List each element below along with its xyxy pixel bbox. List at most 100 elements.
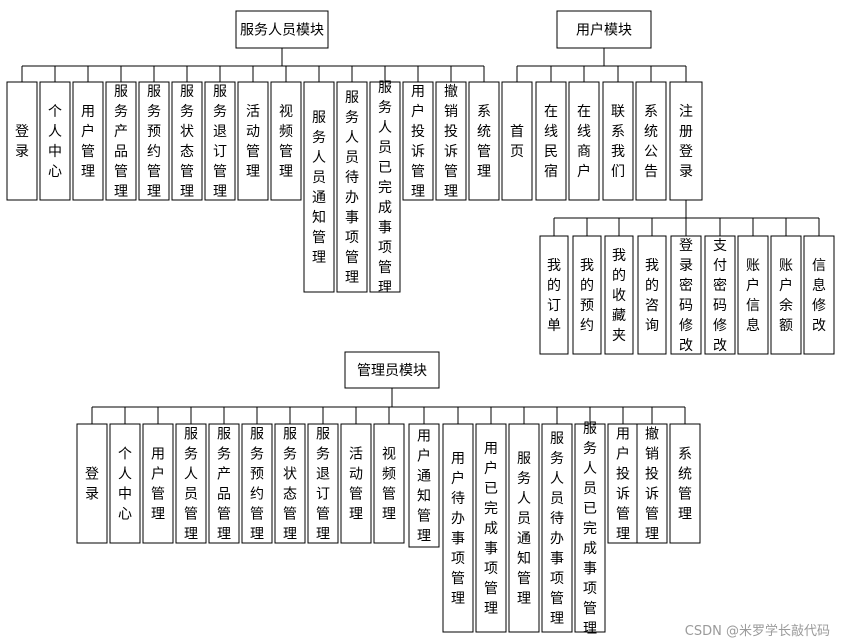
admin-item-8 <box>340 423 372 544</box>
service-item-14 <box>468 81 500 201</box>
user-subitem-1 <box>572 235 602 355</box>
service-item-0 <box>6 81 38 201</box>
user-module-box <box>556 10 652 49</box>
service-item-8 <box>270 81 302 201</box>
user-item-0-label: 首页 <box>510 124 524 160</box>
user-subitem-8 <box>803 235 835 355</box>
admin-item-18 <box>669 423 701 544</box>
service-item-4 <box>138 81 170 201</box>
service-module-box <box>235 10 329 49</box>
service-module-label: 服务人员模块 <box>240 23 324 39</box>
service-item-0-label: 登录 <box>15 124 29 160</box>
user-item-4-label: 系统公告 <box>644 104 658 180</box>
user-item-0 <box>501 81 533 201</box>
admin-module-label: 管理员模块 <box>357 363 427 379</box>
user-subitem-8-label: 信息修改 <box>812 258 826 334</box>
admin-item-15-label: 服务人员已完成事项管理 <box>583 421 597 637</box>
admin-item-6 <box>274 423 306 544</box>
service-item-12-label: 用户投诉管理 <box>411 84 425 200</box>
admin-item-16-label: 用户投诉管理 <box>616 427 630 543</box>
service-item-5 <box>171 81 203 201</box>
service-item-5-label: 服务状态管理 <box>180 84 194 200</box>
service-item-2 <box>72 81 104 201</box>
user-subitem-6-label: 账户信息 <box>746 258 760 334</box>
user-subitem-5 <box>704 235 736 355</box>
admin-item-14 <box>541 423 573 633</box>
service-item-12 <box>402 81 434 201</box>
user-subitem-5-label: 支付密码修改 <box>713 238 727 354</box>
service-item-2-label: 用户管理 <box>81 104 95 180</box>
admin-item-15 <box>574 423 606 633</box>
service-item-9 <box>303 81 335 293</box>
user-item-5-label: 注册登录 <box>679 104 693 180</box>
admin-item-17 <box>636 423 668 544</box>
user-item-3 <box>602 81 634 201</box>
watermark: CSDN @米罗学长敲代码 <box>684 624 830 639</box>
admin-item-4-label: 服务产品管理 <box>217 427 231 543</box>
admin-item-9-label: 视频管理 <box>382 447 396 523</box>
user-module-label: 用户模块 <box>576 22 632 39</box>
user-item-2-label: 在线商户 <box>577 104 591 180</box>
admin-item-3 <box>175 423 207 544</box>
admin-item-5 <box>241 423 273 544</box>
user-subitem-6 <box>737 235 769 355</box>
service-item-4-label: 服务预约管理 <box>147 84 161 200</box>
service-item-3-label: 服务产品管理 <box>114 84 128 200</box>
admin-item-8-label: 活动管理 <box>349 447 363 523</box>
admin-item-18-label: 系统管理 <box>678 447 692 523</box>
admin-item-2 <box>142 423 174 544</box>
service-item-1-label: 个人中心 <box>48 104 62 180</box>
service-item-1 <box>39 81 71 201</box>
admin-item-10-label: 用户通知管理 <box>417 429 431 545</box>
user-subitem-2 <box>604 235 634 355</box>
user-item-2 <box>568 81 600 201</box>
user-subitem-2-label: 我的收藏夹 <box>612 248 626 344</box>
admin-module-box <box>344 351 440 389</box>
service-item-11 <box>369 81 401 293</box>
admin-item-17-label: 撤销投诉管理 <box>645 427 659 543</box>
admin-item-4 <box>208 423 240 544</box>
service-item-13 <box>435 81 467 201</box>
service-item-8-label: 视频管理 <box>279 104 293 180</box>
user-item-3-label: 联系我们 <box>611 104 625 180</box>
user-item-1-label: 在线民宿 <box>544 104 558 180</box>
admin-item-11 <box>442 423 474 633</box>
admin-item-1-label: 个人中心 <box>118 447 132 523</box>
user-subitem-4-label: 登录密码修改 <box>679 238 693 354</box>
admin-item-6-label: 服务状态管理 <box>283 427 297 543</box>
admin-item-13-label: 服务人员通知管理 <box>517 451 531 607</box>
user-subitem-3-label: 我的咨询 <box>645 258 659 334</box>
service-item-6-label: 服务退订管理 <box>213 84 227 200</box>
service-item-6 <box>204 81 236 201</box>
admin-item-9 <box>373 423 405 544</box>
admin-item-11-label: 用户待办事项管理 <box>451 451 465 607</box>
user-subitem-3 <box>637 235 667 355</box>
admin-item-12 <box>475 423 507 633</box>
service-item-13-label: 撤销投诉管理 <box>444 84 458 200</box>
admin-item-16 <box>607 423 639 544</box>
admin-item-7 <box>307 423 339 544</box>
user-item-1 <box>535 81 567 201</box>
user-subitem-7-label: 账户余额 <box>779 258 793 334</box>
admin-item-0 <box>76 423 108 544</box>
admin-item-12-label: 用户已完成事项管理 <box>484 441 498 617</box>
admin-item-10 <box>408 423 440 548</box>
admin-item-2-label: 用户管理 <box>151 447 165 523</box>
service-item-3 <box>105 81 137 201</box>
service-item-9-label: 服务人员通知管理 <box>312 110 326 266</box>
service-item-10 <box>336 81 368 293</box>
user-item-4 <box>635 81 667 201</box>
user-subitem-0-label: 我的订单 <box>547 258 561 334</box>
user-subitem-4 <box>670 235 702 355</box>
user-subitem-0 <box>539 235 569 355</box>
admin-item-3-label: 服务人员管理 <box>184 427 198 543</box>
user-item-5 <box>669 81 703 201</box>
admin-item-1 <box>109 423 141 544</box>
admin-item-0-label: 登录 <box>85 467 99 503</box>
service-item-7-label: 活动管理 <box>246 104 260 180</box>
user-subitem-7 <box>770 235 802 355</box>
service-item-11-label: 服务人员已完成事项管理 <box>378 80 392 296</box>
service-item-10-label: 服务人员待办事项管理 <box>345 90 359 286</box>
admin-item-5-label: 服务预约管理 <box>250 427 264 543</box>
